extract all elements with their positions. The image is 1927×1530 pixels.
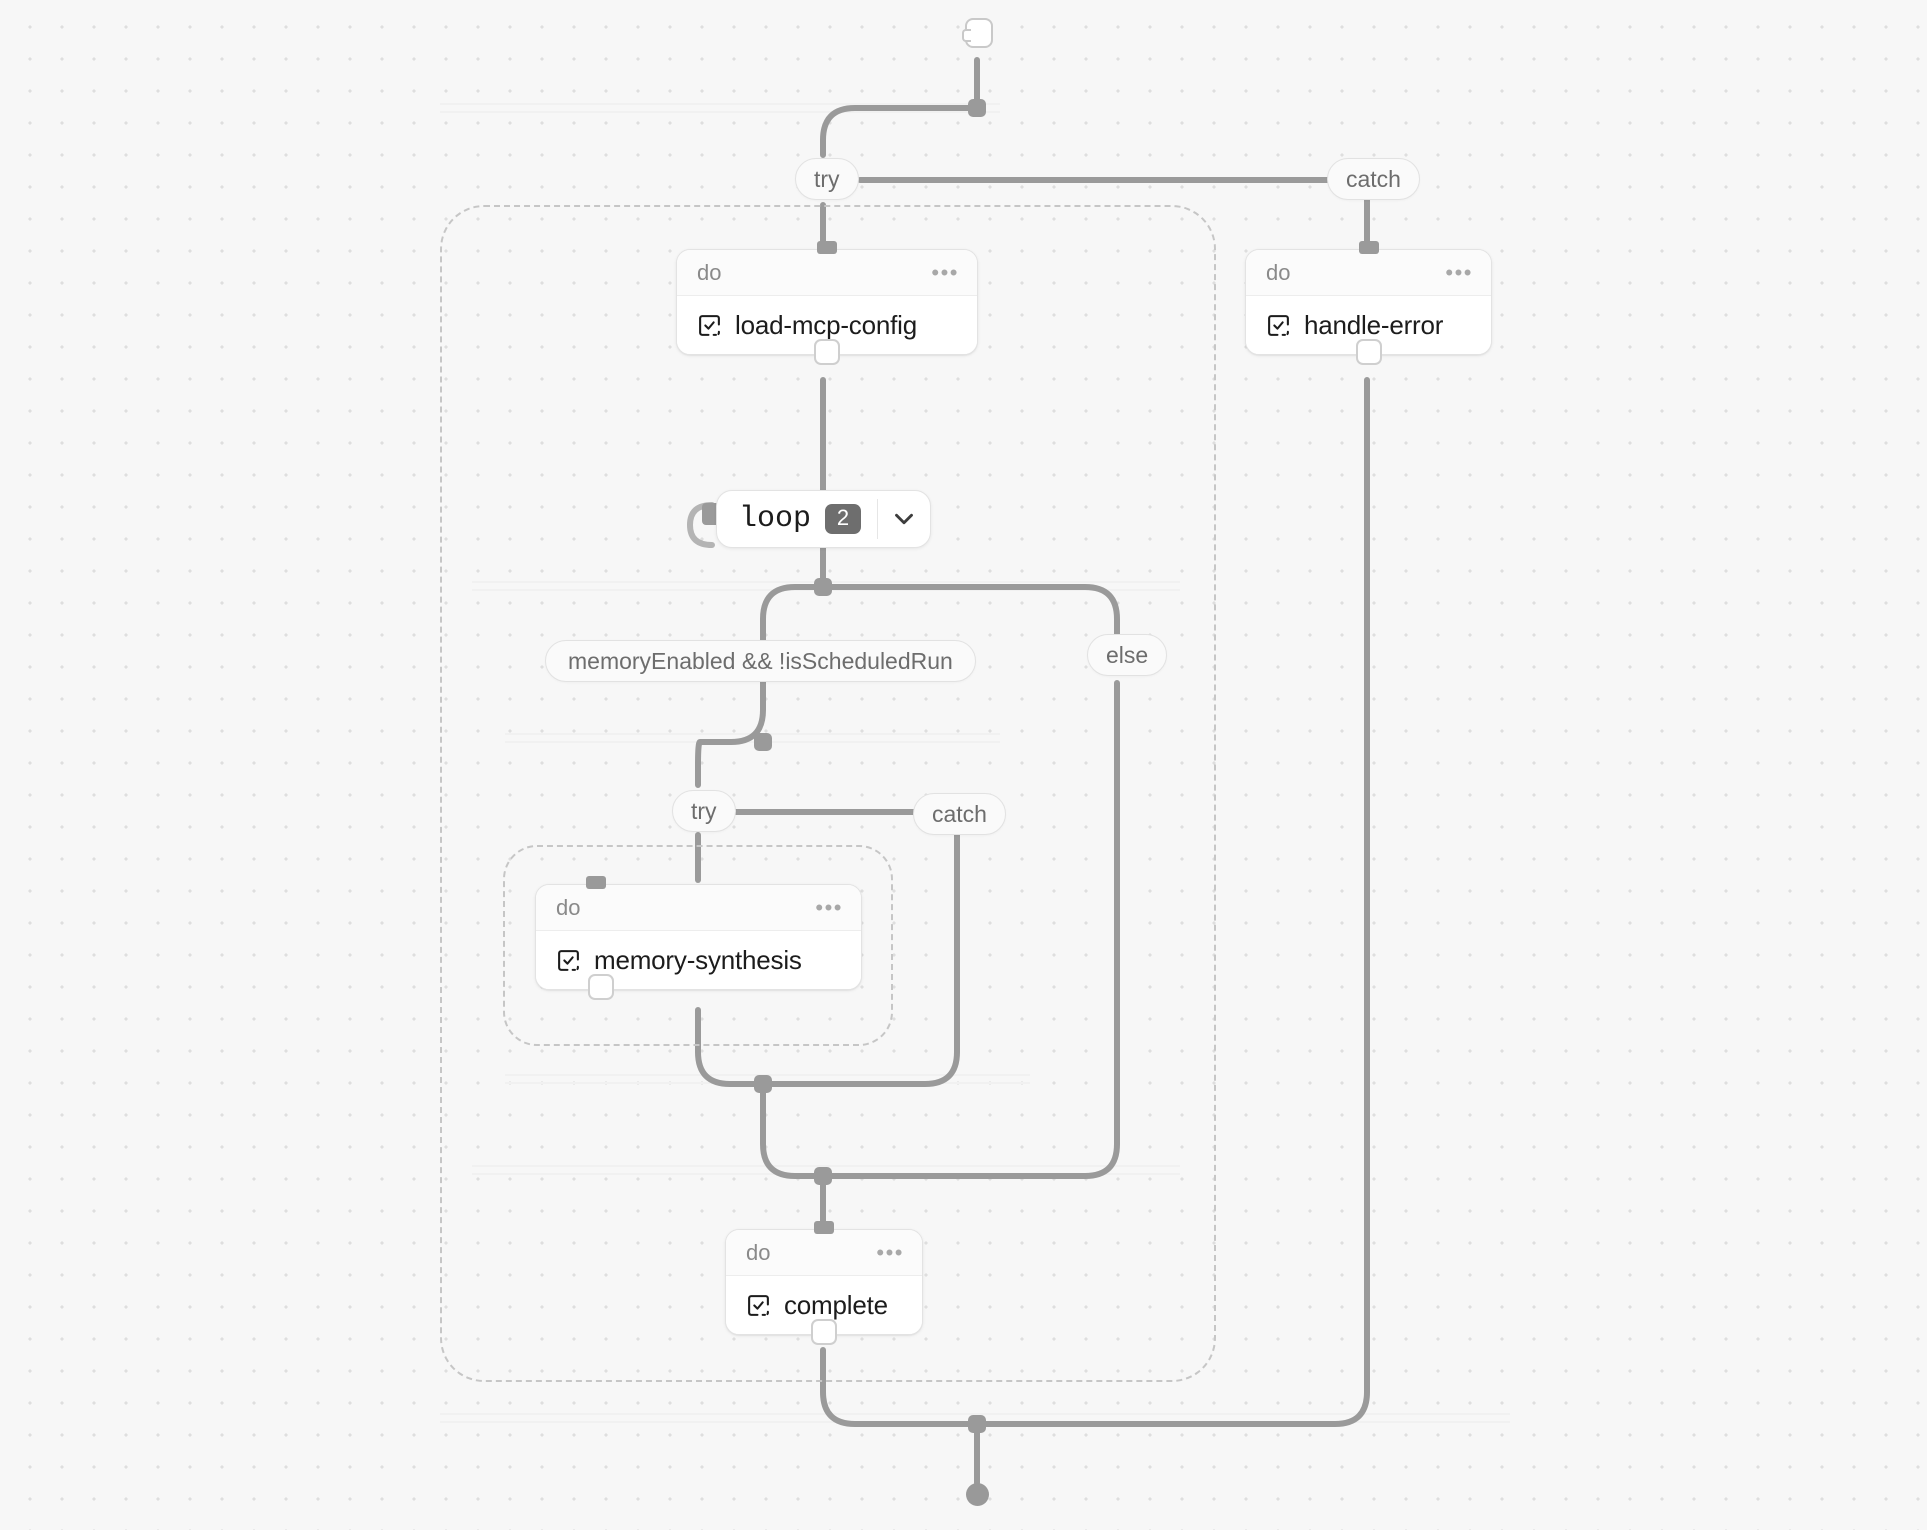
node-body: memory-synthesis <box>536 931 861 989</box>
loop-node[interactable]: loop 2 <box>716 490 932 548</box>
node-output-port[interactable] <box>811 1319 837 1345</box>
node-header: do ••• <box>726 1230 922 1276</box>
node-title: memory-synthesis <box>594 944 802 975</box>
catch-label-inner[interactable]: catch <box>913 793 1006 835</box>
branch-condition-text: memoryEnabled && !isScheduledRun <box>568 647 953 674</box>
node-output-port[interactable] <box>588 974 614 1000</box>
edge-junction-outer-merge <box>814 1167 832 1185</box>
node-handle-error[interactable]: do ••• handle-error <box>1245 241 1492 365</box>
node-memory-synthesis[interactable]: do ••• memory-synthesis <box>535 876 862 1000</box>
node-title: complete <box>784 1289 888 1320</box>
node-output-port[interactable] <box>814 339 840 365</box>
node-menu-icon[interactable]: ••• <box>876 1240 904 1265</box>
edge-junction-inner-merge <box>754 1075 772 1093</box>
node-menu-icon[interactable]: ••• <box>815 895 843 920</box>
node-menu-icon[interactable]: ••• <box>1445 260 1473 285</box>
try-label-outer[interactable]: try <box>795 158 859 200</box>
catch-label-outer[interactable]: catch <box>1327 158 1420 200</box>
loop-iteration-badge: 2 <box>825 504 862 534</box>
node-input-port[interactable] <box>814 1221 834 1234</box>
catch-label-inner-text: catch <box>932 800 987 827</box>
node-type-label: do <box>1266 259 1291 285</box>
try-block-group-outer <box>440 205 1216 1382</box>
node-title: handle-error <box>1304 309 1444 340</box>
loop-back-connector[interactable] <box>702 503 720 525</box>
loop-node-divider <box>877 499 879 539</box>
node-type-label: do <box>556 894 581 920</box>
node-type-label: do <box>746 1239 771 1265</box>
end-node[interactable] <box>966 1483 989 1506</box>
catch-label-outer-text: catch <box>1346 165 1401 192</box>
node-input-port[interactable] <box>817 241 837 254</box>
task-checkbox-icon <box>556 948 581 973</box>
start-node[interactable] <box>962 18 993 48</box>
edge-junction-branch <box>814 578 832 596</box>
edge-junction-inner-condition <box>754 733 772 751</box>
loop-node-main[interactable]: loop 2 <box>717 491 877 547</box>
node-type-label: do <box>697 259 722 285</box>
node-header: do ••• <box>1246 250 1491 296</box>
node-input-port[interactable] <box>586 876 606 889</box>
node-output-port[interactable] <box>1355 339 1382 365</box>
try-label-inner[interactable]: try <box>672 790 736 832</box>
loop-node-label: loop <box>739 502 812 536</box>
node-title: load-mcp-config <box>735 309 917 340</box>
edge-junction-start <box>968 99 986 117</box>
chevron-down-icon[interactable] <box>878 491 930 547</box>
branch-else-text: else <box>1106 641 1149 668</box>
node-header: do ••• <box>677 250 977 296</box>
node-complete[interactable]: do ••• complete <box>725 1221 923 1345</box>
node-menu-icon[interactable]: ••• <box>931 260 959 285</box>
try-label-inner-text: try <box>691 797 717 824</box>
task-checkbox-icon <box>697 313 722 338</box>
start-node-notch <box>962 29 971 42</box>
node-header: do ••• <box>536 885 861 931</box>
task-checkbox-icon <box>746 1293 771 1318</box>
branch-condition-label[interactable]: memoryEnabled && !isScheduledRun <box>545 640 976 682</box>
try-block-group-inner <box>503 845 893 1046</box>
branch-else-label[interactable]: else <box>1087 634 1168 676</box>
task-checkbox-icon <box>1266 313 1291 338</box>
node-load-mcp-config[interactable]: do ••• load-mcp-config <box>676 241 978 365</box>
edge-junction-end <box>968 1415 986 1433</box>
try-label-outer-text: try <box>814 165 840 192</box>
node-input-port[interactable] <box>1358 241 1379 254</box>
